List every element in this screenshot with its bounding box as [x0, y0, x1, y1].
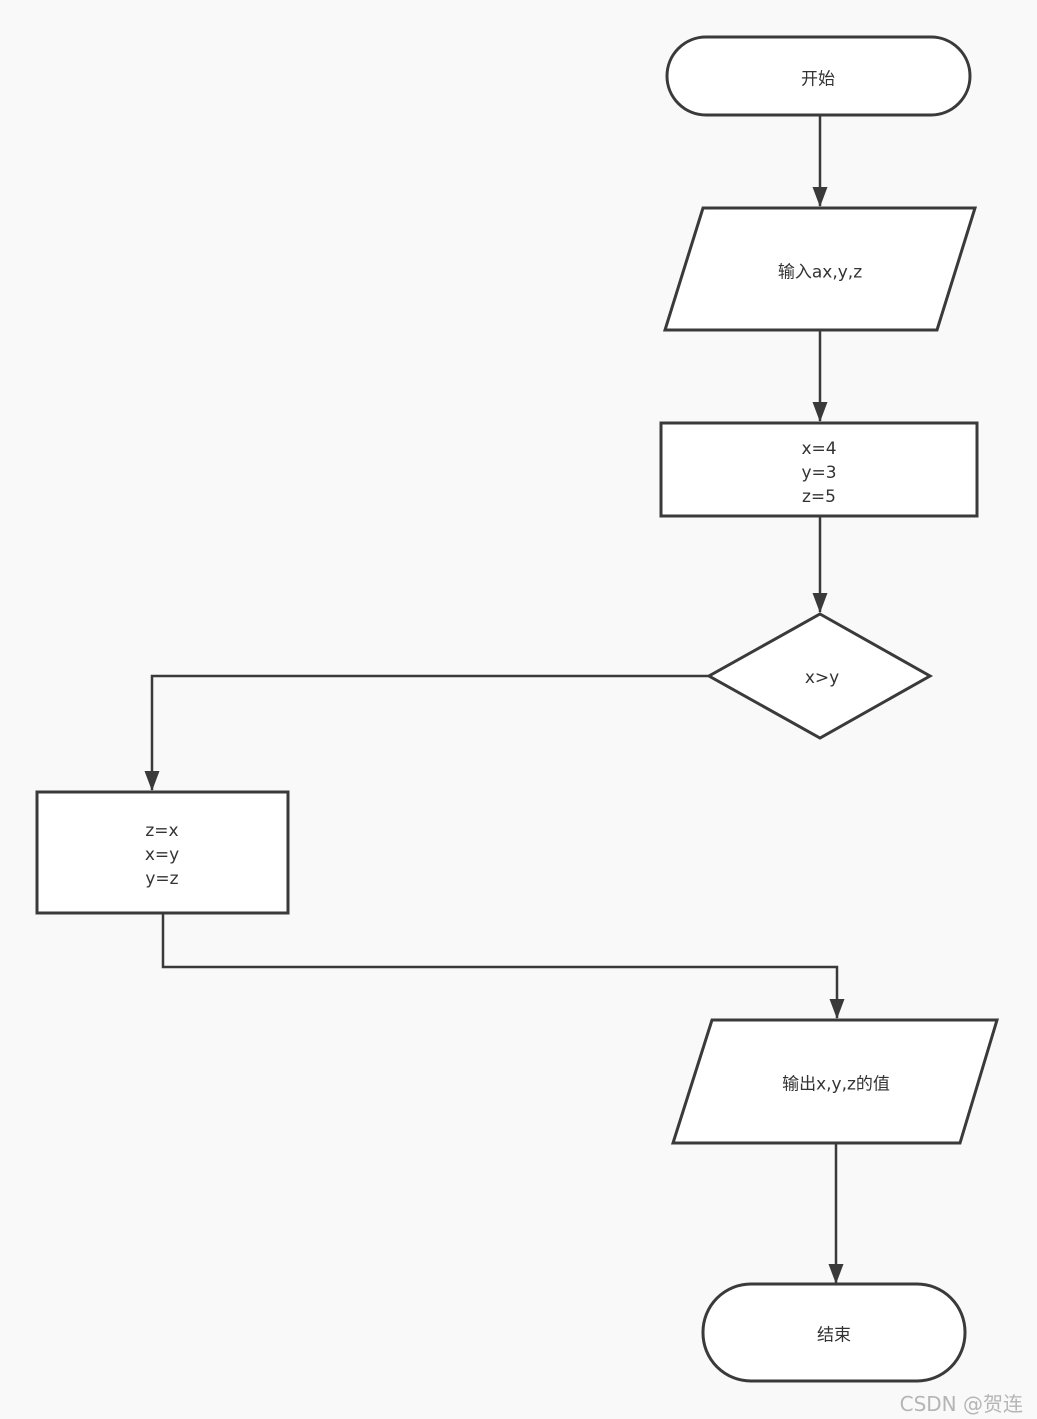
output-label: 输出x,y,z的值: [782, 1074, 890, 1095]
edge-swap-to-output: [161, 913, 845, 1019]
swap-line-1: z=x: [145, 821, 179, 841]
end-label: 结束: [817, 1325, 851, 1346]
start-label: 开始: [801, 69, 835, 90]
csdn-watermark: CSDN @贺连: [899, 1392, 1023, 1416]
input-parallelogram-shape: [662, 206, 978, 332]
assign-process-shape: [659, 421, 979, 518]
output-parallelogram-shape: [670, 1018, 1000, 1145]
swap-label: z=x x=y y=z: [145, 819, 179, 891]
assign-label: x=4 y=3 z=5: [801, 437, 836, 509]
start-terminator-shape: [665, 35, 972, 117]
assign-line-3: z=5: [802, 487, 836, 507]
input-label: 输入ax,y,z: [777, 262, 863, 283]
swap-process-shape: [35, 790, 290, 915]
swap-line-2: x=y: [144, 845, 180, 865]
end-terminator-shape: [701, 1282, 967, 1383]
swap-line-3: y=z: [145, 869, 179, 889]
assign-line-1: x=4: [801, 439, 837, 459]
decision-diamond-shape: [705, 612, 934, 740]
decision-label: x>y: [804, 668, 840, 688]
edge-decision-to-swap: [144, 674, 709, 791]
assign-line-2: y=3: [801, 463, 837, 483]
